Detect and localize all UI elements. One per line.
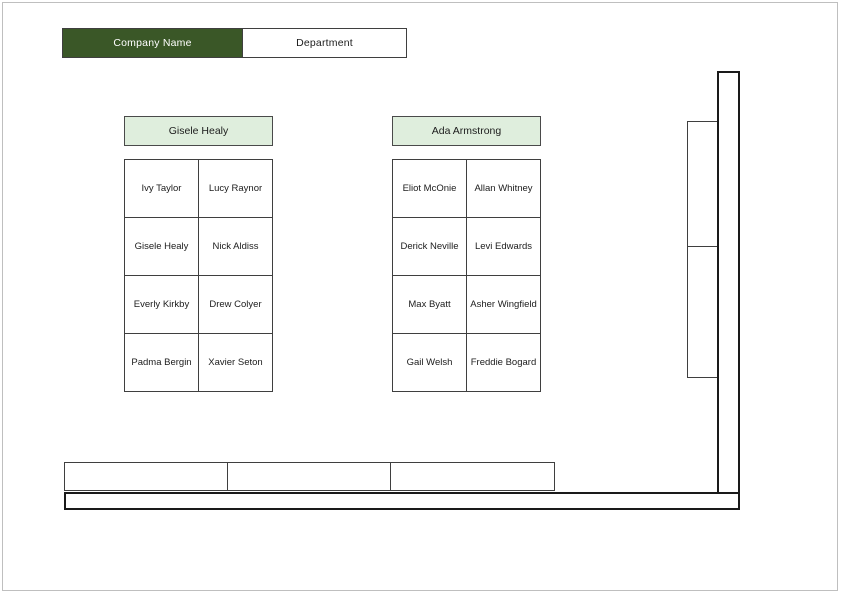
- member-cell[interactable]: Drew Colyer: [199, 276, 273, 334]
- side-vertical-bar[interactable]: [717, 71, 740, 499]
- manager-box-ada-armstrong[interactable]: Ada Armstrong: [392, 116, 541, 146]
- member-cell[interactable]: Freddie Bogard: [467, 334, 541, 392]
- member-cell[interactable]: Xavier Seton: [199, 334, 273, 392]
- member-cell[interactable]: Max Byatt: [393, 276, 467, 334]
- side-column[interactable]: [687, 121, 718, 378]
- manager-box-gisele-healy[interactable]: Gisele Healy: [124, 116, 273, 146]
- member-cell[interactable]: Gail Welsh: [393, 334, 467, 392]
- bottom-bar[interactable]: [64, 492, 740, 510]
- member-cell[interactable]: Asher Wingfield: [467, 276, 541, 334]
- member-cell[interactable]: Derick Neville: [393, 218, 467, 276]
- member-cell[interactable]: Ivy Taylor: [125, 160, 199, 218]
- member-cell[interactable]: Levi Edwards: [467, 218, 541, 276]
- member-cell[interactable]: Allan Whitney: [467, 160, 541, 218]
- tab-department[interactable]: Department: [243, 29, 406, 57]
- bottom-cell[interactable]: [391, 463, 554, 490]
- member-cell[interactable]: Nick Aldiss: [199, 218, 273, 276]
- member-grid-group-1: Ivy Taylor Lucy Raynor Gisele Healy Nick…: [124, 159, 273, 392]
- bottom-cell[interactable]: [65, 463, 228, 490]
- tab-strip: Company Name Department: [62, 28, 407, 58]
- member-grid-group-2: Eliot McOnie Allan Whitney Derick Nevill…: [392, 159, 541, 392]
- tab-company-name[interactable]: Company Name: [63, 29, 243, 57]
- member-cell[interactable]: Everly Kirkby: [125, 276, 199, 334]
- member-cell[interactable]: Lucy Raynor: [199, 160, 273, 218]
- member-cell[interactable]: Padma Bergin: [125, 334, 199, 392]
- bottom-cell-row: [64, 462, 555, 491]
- bottom-cell[interactable]: [228, 463, 391, 490]
- member-cell[interactable]: Eliot McOnie: [393, 160, 467, 218]
- member-cell[interactable]: Gisele Healy: [125, 218, 199, 276]
- side-column-divider: [687, 246, 718, 247]
